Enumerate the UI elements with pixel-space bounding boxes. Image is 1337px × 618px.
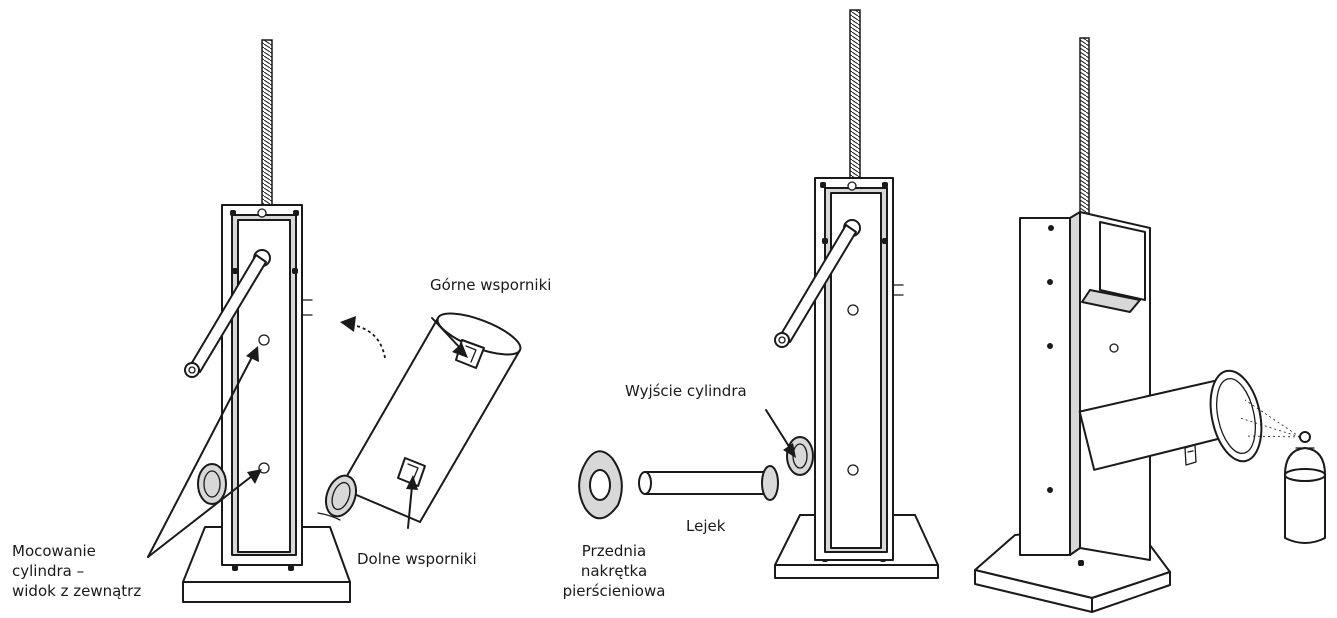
funnel-tube xyxy=(638,465,779,501)
middle-crank-handle xyxy=(774,219,861,348)
spray-can xyxy=(1239,399,1326,544)
outlet-pointer-arrow xyxy=(765,409,796,458)
label-ring-nut-3: pierścieniowa xyxy=(562,582,666,600)
left-pointer-arrows xyxy=(147,317,468,558)
right-stuffer xyxy=(974,37,1326,613)
middle-threaded-rod xyxy=(849,9,861,179)
label-cylinder-mount-1: Mocowanie xyxy=(12,542,96,560)
left-stuffer xyxy=(147,39,522,603)
label-cylinder-mount-2: cylindra – xyxy=(12,562,85,580)
left-crank-handle xyxy=(184,249,271,378)
right-cylinder xyxy=(1078,369,1263,471)
left-cylinder-outlet xyxy=(197,463,227,505)
label-cylinder-outlet: Wyjście cylindra xyxy=(625,382,747,400)
right-column xyxy=(1019,211,1151,561)
middle-cylinder-outlet xyxy=(786,436,814,476)
label-lower-brackets: Dolne wsporniki xyxy=(357,550,477,568)
label-ring-nut-2: nakrętka xyxy=(580,562,648,580)
left-dotted-arrow xyxy=(340,316,386,359)
left-column xyxy=(221,204,313,566)
label-cylinder-mount-3: widok z zewnątrz xyxy=(12,582,142,600)
middle-column xyxy=(814,177,904,561)
label-funnel: Lejek xyxy=(686,517,726,535)
label-ring-nut-1: Przednia xyxy=(581,542,647,560)
right-threaded-rod xyxy=(1079,37,1090,221)
label-upper-brackets: Górne wsporniki xyxy=(430,276,552,294)
front-ring-nut xyxy=(578,450,623,520)
left-threaded-rod xyxy=(261,39,273,206)
middle-stuffer xyxy=(578,9,939,579)
left-removed-cylinder xyxy=(317,312,522,523)
